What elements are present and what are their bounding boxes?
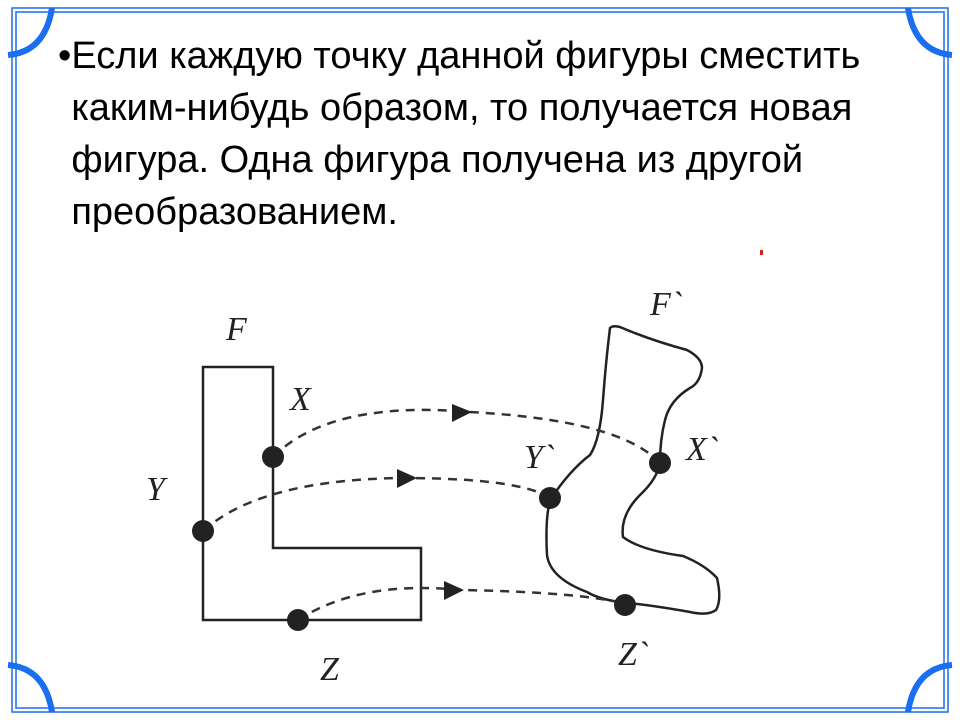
frame-corner-bl [7,662,55,713]
label-f: F [225,311,248,348]
path-y [202,476,551,532]
point-y [192,520,214,542]
frame-corner-br [905,662,953,713]
label-z: Z [320,651,340,688]
arrow-x [452,404,472,422]
point-z [287,609,309,631]
arrow-y [397,469,417,488]
point-z-prime [614,594,636,616]
point-x-prime [649,452,671,474]
point-y-prime [539,487,561,509]
bullet-item: • Если каждую точку данной фигуры смести… [58,30,918,238]
point-x [262,446,284,468]
label-f-prime: F` [649,286,683,323]
slide-text: Если каждую точку данной фигуры сместить… [71,35,861,233]
arrow-z [444,581,464,600]
frame-corner-tr [905,7,953,58]
path-z [297,586,627,622]
label-y: Y [146,471,168,508]
frame-corner-tl [7,7,55,58]
label-y-prime: Y` [524,439,555,476]
bullet-marker: • [58,35,72,77]
label-x: X [288,381,312,418]
label-x-prime: X` [684,431,719,468]
stray-mark [760,250,763,255]
figure-f-prime [545,324,721,615]
figure-f [201,365,423,622]
label-z-prime: Z` [618,636,649,673]
